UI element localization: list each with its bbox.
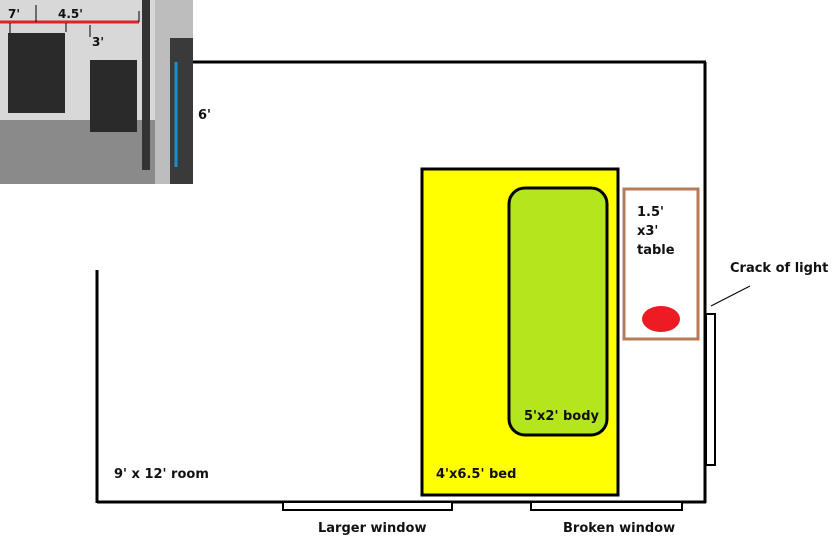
crack-pointer	[710, 285, 751, 307]
photo	[0, 0, 193, 184]
bed-label: 4'x6.5' bed	[436, 467, 517, 482]
red-stain	[642, 306, 680, 332]
room-label: 9' x 12' room	[114, 467, 209, 482]
body	[507, 186, 609, 437]
crack-of-light-label: Crack of light	[730, 261, 829, 276]
photo-label-width: 4.5'	[58, 7, 83, 21]
body-label: 5'x2' body	[524, 409, 599, 424]
photo-label-7ft: 7'	[8, 7, 21, 21]
door	[705, 313, 716, 466]
photo-label-window: 3'	[92, 35, 105, 49]
broken-window-label: Broken window	[563, 521, 676, 536]
photo-label-height: 6'	[198, 108, 212, 123]
table-label-line1: 1.5'	[637, 205, 665, 220]
table-label: 1.5' x3' table	[637, 203, 675, 260]
table-label-line2: x3'	[637, 224, 659, 239]
larger-window-label: Larger window	[318, 521, 427, 536]
larger-window	[282, 501, 453, 511]
broken-window	[530, 501, 683, 511]
table-label-line3: table	[637, 243, 675, 258]
